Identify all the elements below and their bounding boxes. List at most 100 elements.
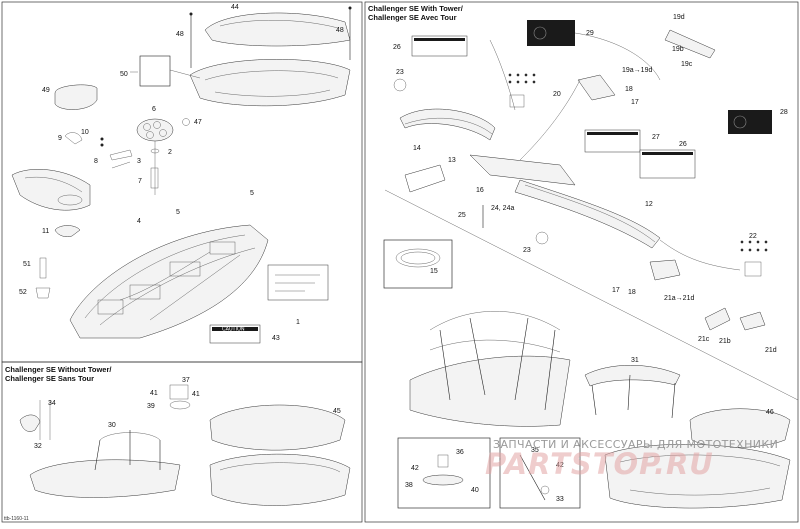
detail-box-33-35: [499, 437, 581, 509]
boat-cover-46: [604, 408, 791, 509]
callout-number: 49: [42, 87, 50, 94]
callout-number: 21a→21d: [664, 295, 694, 302]
callout-number: 11: [42, 228, 49, 235]
callout-number: 52: [19, 289, 27, 296]
caution-decal-27: [584, 129, 641, 153]
drawing-reference-code: ttb-1160-11: [4, 516, 29, 522]
callout-number: 13: [448, 157, 456, 164]
callout-labels: 44 48 48 50 49 6 47 10 9 8 3 2 7 5 4 5 1…: [19, 4, 788, 503]
callout-number: 45: [333, 408, 341, 415]
callout-number: 35: [531, 447, 539, 454]
with-tower-header-en: Challenger SE With Tower/: [368, 4, 464, 13]
hull-decal-1: [267, 264, 329, 301]
callout-number: 1: [296, 319, 300, 326]
callout-number: 46: [766, 409, 774, 416]
callout-number: 43: [272, 335, 280, 342]
callout-number: 21c: [698, 336, 710, 343]
front-arrow-decal: [404, 164, 446, 193]
callout-number: 21b: [719, 338, 731, 345]
callout-number: 50: [120, 71, 128, 78]
callout-number: 6: [152, 106, 156, 113]
callout-number: 38: [405, 482, 413, 489]
callout-number: 18: [625, 86, 633, 93]
callout-number: 15: [430, 268, 438, 275]
callout-number: 17: [631, 99, 639, 106]
callout-number: 31: [631, 357, 639, 364]
windshield-assembly: [11, 169, 91, 237]
tower-assembly: [393, 20, 772, 331]
callout-number: 34: [48, 400, 56, 407]
callout-number: 8: [94, 158, 98, 165]
callout-number: 22: [749, 233, 757, 240]
callout-number: 18: [628, 289, 636, 296]
callout-number: 2: [168, 149, 172, 156]
callout-number: 4: [137, 218, 141, 225]
callout-number: 5: [176, 209, 180, 216]
callout-number: 20: [553, 91, 561, 98]
caution-decal-text: CAUTION: [222, 327, 245, 333]
callout-number: 26: [393, 44, 401, 51]
callout-number: 14: [413, 145, 421, 152]
callout-number: 23: [523, 247, 531, 254]
callout-number: 19c: [681, 61, 693, 68]
callout-number: 48: [176, 31, 184, 38]
main-boat-hull: [69, 224, 269, 339]
watermark-tagline: ЗАПЧАСТИ И АКСЕССУАРЫ ДЛЯ МОТОТЕХНИКИ: [493, 438, 778, 451]
callout-number: 42: [411, 465, 419, 472]
drain-plug-parts: [35, 257, 51, 299]
callout-number: 19d: [673, 14, 685, 21]
callout-number: 48: [336, 27, 344, 34]
callout-number: 12: [645, 201, 653, 208]
callout-number: 19a→19d: [622, 67, 652, 74]
without-tower-header-en: Challenger SE Without Tower/: [5, 365, 112, 374]
callout-number: 40: [471, 487, 479, 494]
callout-number: 47: [194, 119, 202, 126]
boat-cover-assembly: [130, 6, 352, 107]
callout-number: 5: [250, 190, 254, 197]
callout-number: 51: [23, 261, 31, 268]
callout-number: 41: [192, 391, 200, 398]
callout-number: 39: [147, 403, 155, 410]
callout-number: 37: [182, 377, 190, 384]
callout-number: 23: [396, 69, 404, 76]
callout-number: 41: [150, 390, 158, 397]
boat-with-tower: [409, 311, 571, 427]
bimini-boat-assembly: [19, 384, 351, 506]
callout-number: 17: [612, 287, 620, 294]
warning-decal-28: [728, 110, 772, 134]
callout-number: 29: [586, 30, 594, 37]
cup-holder-assembly: [136, 118, 190, 195]
bottom-left-frame: [1, 361, 363, 523]
callout-number: 25: [458, 212, 466, 219]
detail-box-15: [383, 239, 453, 289]
callout-number: 19b: [672, 46, 684, 53]
callout-number: 36: [456, 449, 464, 456]
callout-number: 42: [556, 462, 564, 469]
callout-number: 26: [679, 141, 687, 148]
detail-box-36-40: [397, 437, 491, 509]
callout-number: 30: [108, 422, 116, 429]
callout-number: 21d: [765, 347, 777, 354]
callout-number: 44: [231, 4, 239, 11]
callout-number: 9: [58, 135, 62, 142]
bimini-top-31: [584, 365, 681, 419]
callout-number: 3: [137, 158, 141, 165]
watermark-brand: PARTSTOP.RU: [485, 447, 714, 481]
with-tower-header-fr: Challenger SE Avec Tour: [368, 13, 457, 22]
callout-number: 16: [476, 187, 484, 194]
callout-number: 33: [556, 496, 564, 503]
right-frame: [364, 1, 799, 523]
callout-number: 10: [81, 129, 89, 136]
callout-number: 27: [652, 134, 660, 141]
callout-number: 7: [138, 178, 142, 185]
warning-decal-29: [527, 20, 575, 46]
section-divider-diagonal: [384, 189, 799, 401]
seat-cushion-49: [54, 84, 98, 110]
callout-number: 28: [780, 109, 788, 116]
small-hardware-left: [64, 132, 133, 169]
callout-number: 24, 24a: [491, 205, 514, 212]
callout-number: 32: [34, 443, 42, 450]
without-tower-header-fr: Challenger SE Sans Tour: [5, 374, 94, 383]
